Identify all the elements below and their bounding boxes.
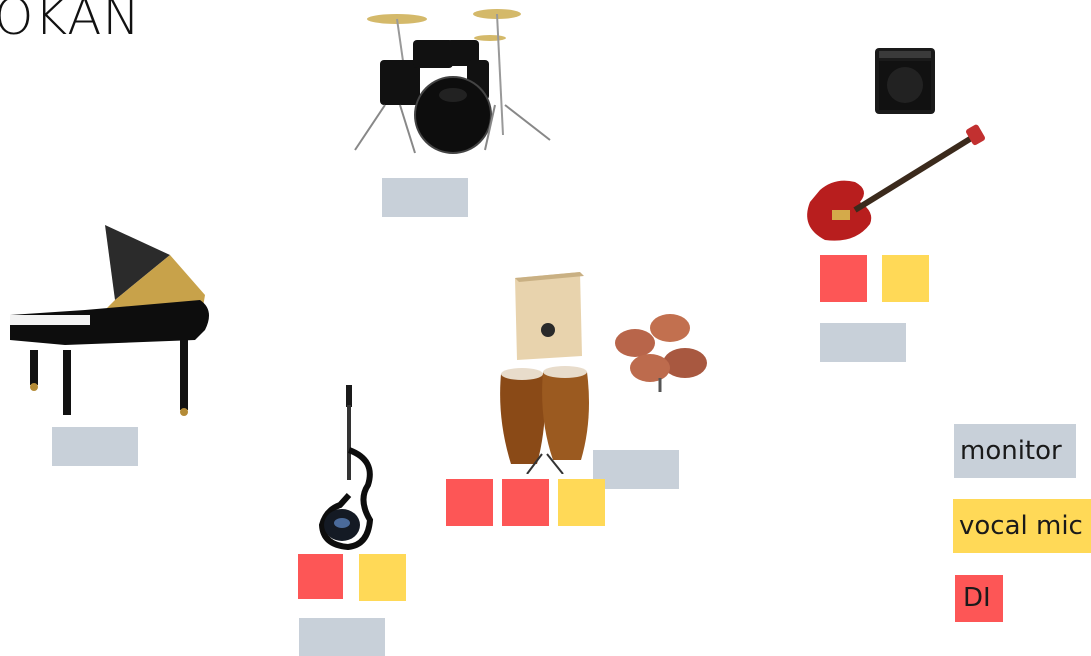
legend-monitor: monitor [954,424,1076,478]
violin-monitor [299,618,385,656]
legend-di: DI [955,575,1003,622]
electric-violin-icon [318,385,380,550]
piano-monitor [52,427,138,466]
legend-vocal-mic: vocal mic [953,499,1091,553]
percussion-di-1 [446,479,493,526]
drum-kit-icon [345,5,560,160]
bass-di [820,255,867,302]
bass-amp-icon [874,47,936,115]
grand-piano-icon [5,215,215,420]
bass-monitor [820,323,906,362]
percussion-di-2 [502,479,549,526]
congas-icon [497,364,593,474]
percussion-monitor [593,450,679,489]
drum-kit-monitor [382,178,468,217]
bass-vocal-mic [882,255,929,302]
percussion-vocal-mic [558,479,605,526]
violin-vocal-mic [359,554,406,601]
page-title: OKAN [0,0,141,46]
cajon-icon [512,270,586,362]
bass-guitar-icon [800,122,985,247]
bongos-icon [610,308,713,393]
violin-di [298,554,343,599]
